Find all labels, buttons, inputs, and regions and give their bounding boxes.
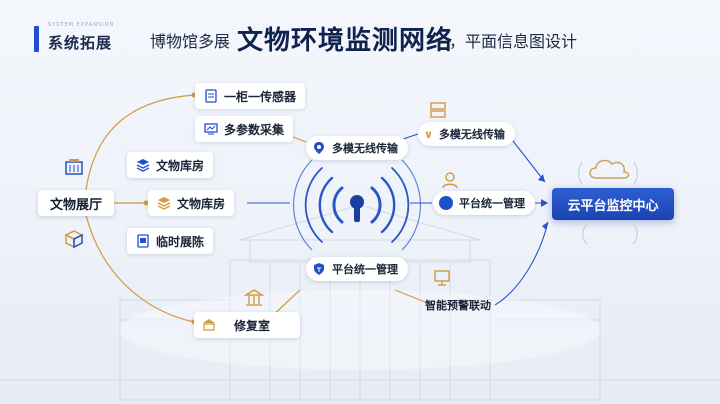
building-icon: [65, 159, 83, 175]
layers-icon: [136, 159, 150, 172]
location-pin-icon: [314, 142, 324, 154]
chevron-down-icon: ∨: [424, 127, 433, 141]
exhibition-hall-node: 文物展厅: [38, 190, 114, 216]
wifi-signal-icon: [292, 160, 422, 250]
section-title: 系统拓展: [48, 34, 113, 52]
storage-1-label: 文物库房: [156, 158, 205, 173]
cabinet-sensor-label: 一柜一传感器: [224, 89, 297, 104]
title-prefix: 博物馆多展: [150, 32, 231, 51]
storage-2-label: 文物库房: [177, 196, 226, 211]
title-accent-bar: [34, 26, 39, 52]
bank-icon: [203, 319, 215, 331]
multi-param-label: 多参数采集: [224, 122, 285, 137]
platform-node-bottom: 平台统一管理: [306, 257, 408, 281]
shield-icon: [314, 263, 324, 275]
cabinet-sensor-node: 一柜一传感器: [195, 83, 306, 109]
clipboard-icon: [205, 89, 217, 103]
tablet-icon: [137, 234, 149, 248]
line-hall-to-restoration: [85, 214, 195, 323]
box-stack-icon: [64, 230, 84, 249]
wireless-node-right: ∨ 多模无线传输: [418, 122, 515, 146]
temp-exhibit-node: 临时展陈: [127, 228, 214, 254]
cloud-center-label: 云平台监控中心: [567, 198, 659, 214]
wireless-right-label: 多模无线传输: [438, 128, 505, 141]
wireless-node-left: 多模无线传输: [306, 136, 408, 160]
multi-param-node: 多参数采集: [195, 116, 294, 142]
monitor-icon: [204, 123, 218, 135]
cloud-icon: [578, 159, 638, 185]
restoration-label: 修复室: [234, 318, 271, 333]
title-suffix: ，平面信息图设计: [449, 32, 578, 51]
wireless-left-label: 多模无线传输: [332, 142, 398, 155]
storage-node-1: 文物库房: [127, 152, 214, 178]
restoration-node: 修复室: [194, 312, 300, 338]
bank-icon: [430, 102, 446, 118]
platform-node-mid: 平台统一管理: [433, 191, 535, 215]
cloud-platform-center: 云平台监控中心: [552, 188, 674, 220]
hall-label: 文物展厅: [49, 197, 102, 213]
layers-icon: [157, 197, 171, 210]
pc-icon: [434, 270, 450, 286]
storage-node-2: 文物库房: [148, 190, 235, 216]
museum-icon: [244, 289, 264, 306]
section-subtitle: SYSTEM EXPANSION: [48, 22, 115, 28]
person-icon: [442, 172, 458, 189]
title-main: 文物环境监测网络: [237, 26, 454, 56]
platform-mid-label: 平台统一管理: [459, 197, 525, 210]
status-dot-icon: [439, 196, 453, 210]
signal-arcs-decoration: [582, 223, 638, 245]
line-hall-to-sensor: [85, 94, 195, 191]
alarm-node: 智能预警联动: [425, 299, 491, 312]
temp-exhibit-label: 临时展陈: [156, 234, 205, 249]
platform-bottom-label: 平台统一管理: [332, 263, 398, 276]
